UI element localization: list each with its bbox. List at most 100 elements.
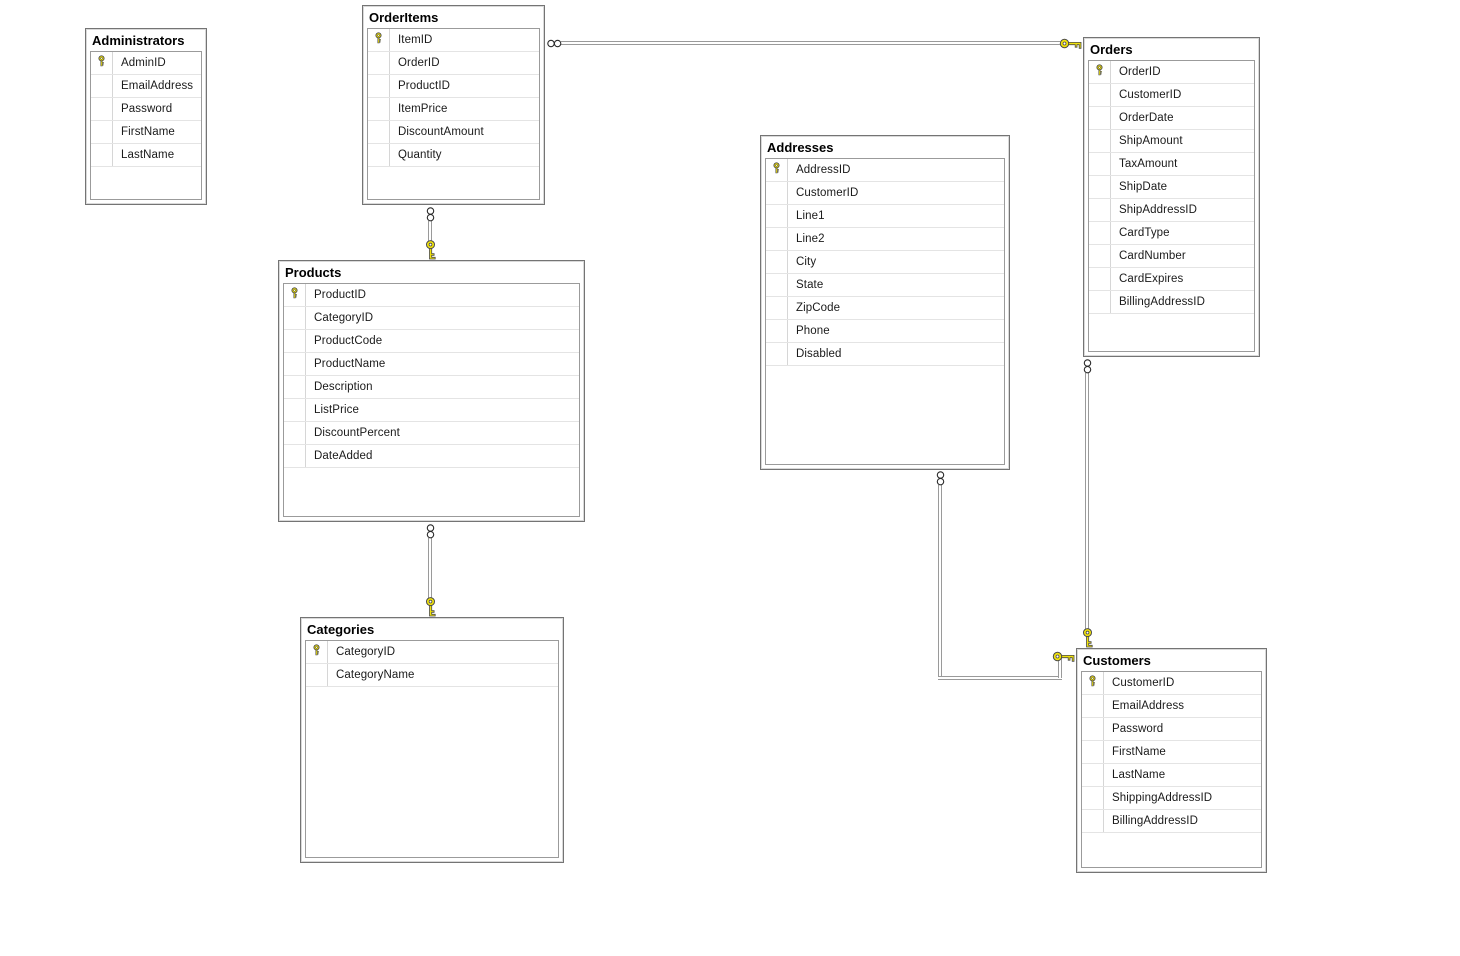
many-infinity-icon: [425, 523, 436, 540]
column-row[interactable]: ShipAddressID: [1089, 199, 1254, 222]
relationship-orderitems-products-line[interactable]: [428, 221, 432, 243]
relationship-addresses-customers-line[interactable]: [1058, 656, 1062, 678]
relationship-addresses-customers-line[interactable]: [938, 485, 942, 680]
relationship-orders-customers-line[interactable]: [1085, 373, 1089, 631]
column-name: DiscountPercent: [314, 427, 400, 439]
pk-cell: [368, 75, 390, 97]
primary-key-icon: [374, 31, 383, 49]
column-row[interactable]: ItemPrice: [368, 98, 539, 121]
column-row[interactable]: Phone: [766, 320, 1004, 343]
pk-cell: [766, 228, 788, 250]
column-row[interactable]: CategoryID: [284, 307, 579, 330]
pk-cell: [1082, 787, 1104, 809]
table-title[interactable]: Categories: [307, 622, 375, 637]
column-row[interactable]: DiscountPercent: [284, 422, 579, 445]
table-title[interactable]: Administrators: [92, 33, 185, 48]
column-name: DiscountAmount: [398, 126, 484, 138]
pk-cell: [1089, 222, 1111, 244]
one-key-icon: [1052, 650, 1076, 663]
column-row[interactable]: State: [766, 274, 1004, 297]
column-row[interactable]: DateAdded: [284, 445, 579, 468]
column-name: ListPrice: [314, 404, 359, 416]
column-row[interactable]: EmailAddress: [91, 75, 201, 98]
pk-cell: [306, 664, 328, 686]
column-row[interactable]: Line2: [766, 228, 1004, 251]
column-row[interactable]: FirstName: [1082, 741, 1261, 764]
table-title[interactable]: Customers: [1083, 653, 1151, 668]
column-row[interactable]: BillingAddressID: [1082, 810, 1261, 833]
pk-cell: [368, 144, 390, 166]
table-title[interactable]: Orders: [1090, 42, 1133, 57]
primary-key-icon: [97, 54, 106, 72]
relationship-products-categories-line[interactable]: [428, 538, 432, 600]
column-row[interactable]: TaxAmount: [1089, 153, 1254, 176]
column-row[interactable]: ShipAmount: [1089, 130, 1254, 153]
table-title[interactable]: Addresses: [767, 140, 834, 155]
column-row[interactable]: ZipCode: [766, 297, 1004, 320]
table-title[interactable]: Products: [285, 265, 342, 280]
relationship-addresses-customers-line[interactable]: [938, 676, 1062, 680]
column-row[interactable]: CustomerID: [1089, 84, 1254, 107]
column-name: ShipAddressID: [1119, 204, 1198, 216]
pk-cell: [766, 182, 788, 204]
column-row[interactable]: BillingAddressID: [1089, 291, 1254, 314]
column-name: DateAdded: [314, 450, 373, 462]
column-row[interactable]: CategoryID: [306, 641, 558, 664]
column-row[interactable]: Line1: [766, 205, 1004, 228]
column-name: Phone: [796, 325, 830, 337]
pk-cell: [284, 353, 306, 375]
column-row[interactable]: OrderDate: [1089, 107, 1254, 130]
column-row[interactable]: FirstName: [91, 121, 201, 144]
column-row[interactable]: Password: [1082, 718, 1261, 741]
column-row[interactable]: ProductCode: [284, 330, 579, 353]
column-row[interactable]: City: [766, 251, 1004, 274]
column-name: CustomerID: [1119, 89, 1182, 101]
column-row[interactable]: CustomerID: [1082, 672, 1261, 695]
relationship-orderitems-orders-line[interactable]: [561, 41, 1060, 45]
column-row[interactable]: CustomerID: [766, 182, 1004, 205]
column-row[interactable]: Disabled: [766, 343, 1004, 366]
column-row[interactable]: OrderID: [368, 52, 539, 75]
column-row[interactable]: ProductName: [284, 353, 579, 376]
column-row[interactable]: DiscountAmount: [368, 121, 539, 144]
column-row[interactable]: AddressID: [766, 159, 1004, 182]
table-title[interactable]: OrderItems: [369, 10, 439, 25]
pk-cell: [284, 376, 306, 398]
column-name: CardNumber: [1119, 250, 1186, 262]
column-name: LastName: [1112, 769, 1166, 781]
column-row[interactable]: LastName: [91, 144, 201, 167]
column-row[interactable]: ShippingAddressID: [1082, 787, 1261, 810]
column-row[interactable]: Password: [91, 98, 201, 121]
column-row[interactable]: LastName: [1082, 764, 1261, 787]
column-row[interactable]: CardType: [1089, 222, 1254, 245]
column-row[interactable]: CardExpires: [1089, 268, 1254, 291]
pk-cell: [306, 641, 328, 663]
column-row[interactable]: ListPrice: [284, 399, 579, 422]
column-row[interactable]: CardNumber: [1089, 245, 1254, 268]
column-row[interactable]: EmailAddress: [1082, 695, 1261, 718]
column-row[interactable]: ProductID: [368, 75, 539, 98]
column-name: ShipAmount: [1119, 135, 1183, 147]
column-row[interactable]: ItemID: [368, 29, 539, 52]
one-key-icon: [424, 597, 437, 617]
column-row[interactable]: CategoryName: [306, 664, 558, 687]
pk-cell: [766, 251, 788, 273]
column-row[interactable]: OrderID: [1089, 61, 1254, 84]
column-row[interactable]: ProductID: [284, 284, 579, 307]
column-name: ProductName: [314, 358, 386, 370]
column-row[interactable]: Quantity: [368, 144, 539, 167]
column-row[interactable]: ShipDate: [1089, 176, 1254, 199]
column-row[interactable]: AdminID: [91, 52, 201, 75]
column-row[interactable]: Description: [284, 376, 579, 399]
column-name: ItemPrice: [398, 103, 448, 115]
